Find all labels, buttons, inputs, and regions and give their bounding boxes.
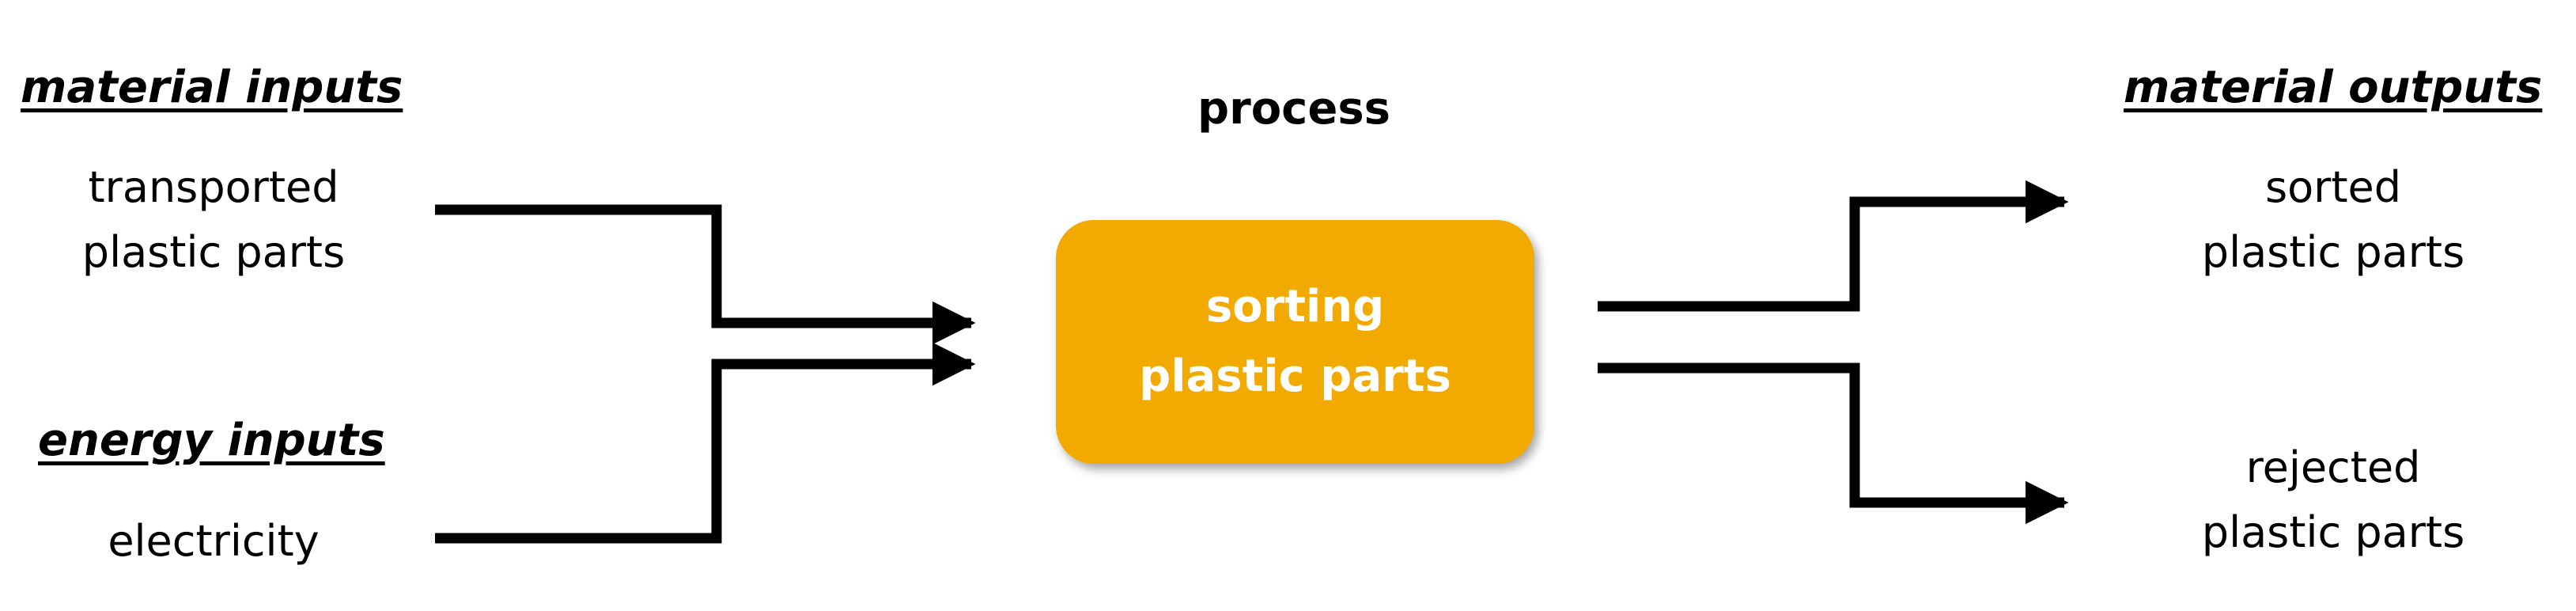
rejected-output-line-2: plastic parts [2201,507,2465,557]
sorted-output-line-1: sorted [2264,162,2402,212]
sorted-output-arrow [1598,180,2069,312]
material-input-line-1: transported [88,162,339,212]
sorted-output-label: sorted plastic parts [2202,155,2464,285]
material-outputs-heading: material outputs [2124,62,2543,113]
material-input-label: transported plastic parts [82,155,345,285]
material-inputs-heading: material inputs [21,62,403,113]
material-input-line-2: plastic parts [81,227,346,277]
process-box: sorting plastic parts [1056,220,1534,464]
energy-input-line-1: electricity [108,516,320,566]
rejected-output-label: rejected plastic parts [2202,435,2464,565]
sorted-output-line-2: plastic parts [2201,227,2465,277]
process-heading: process [1197,83,1391,135]
process-box-line-1: sorting [1205,281,1385,332]
energy-inputs-heading: energy inputs [38,415,385,466]
rejected-output-line-1: rejected [2245,442,2421,492]
material-input-arrow [435,204,976,345]
energy-input-label: electricity [108,509,319,574]
energy-input-arrow [435,342,976,544]
rejected-output-arrow [1598,362,2069,525]
process-box-line-2: plastic parts [1139,351,1451,402]
